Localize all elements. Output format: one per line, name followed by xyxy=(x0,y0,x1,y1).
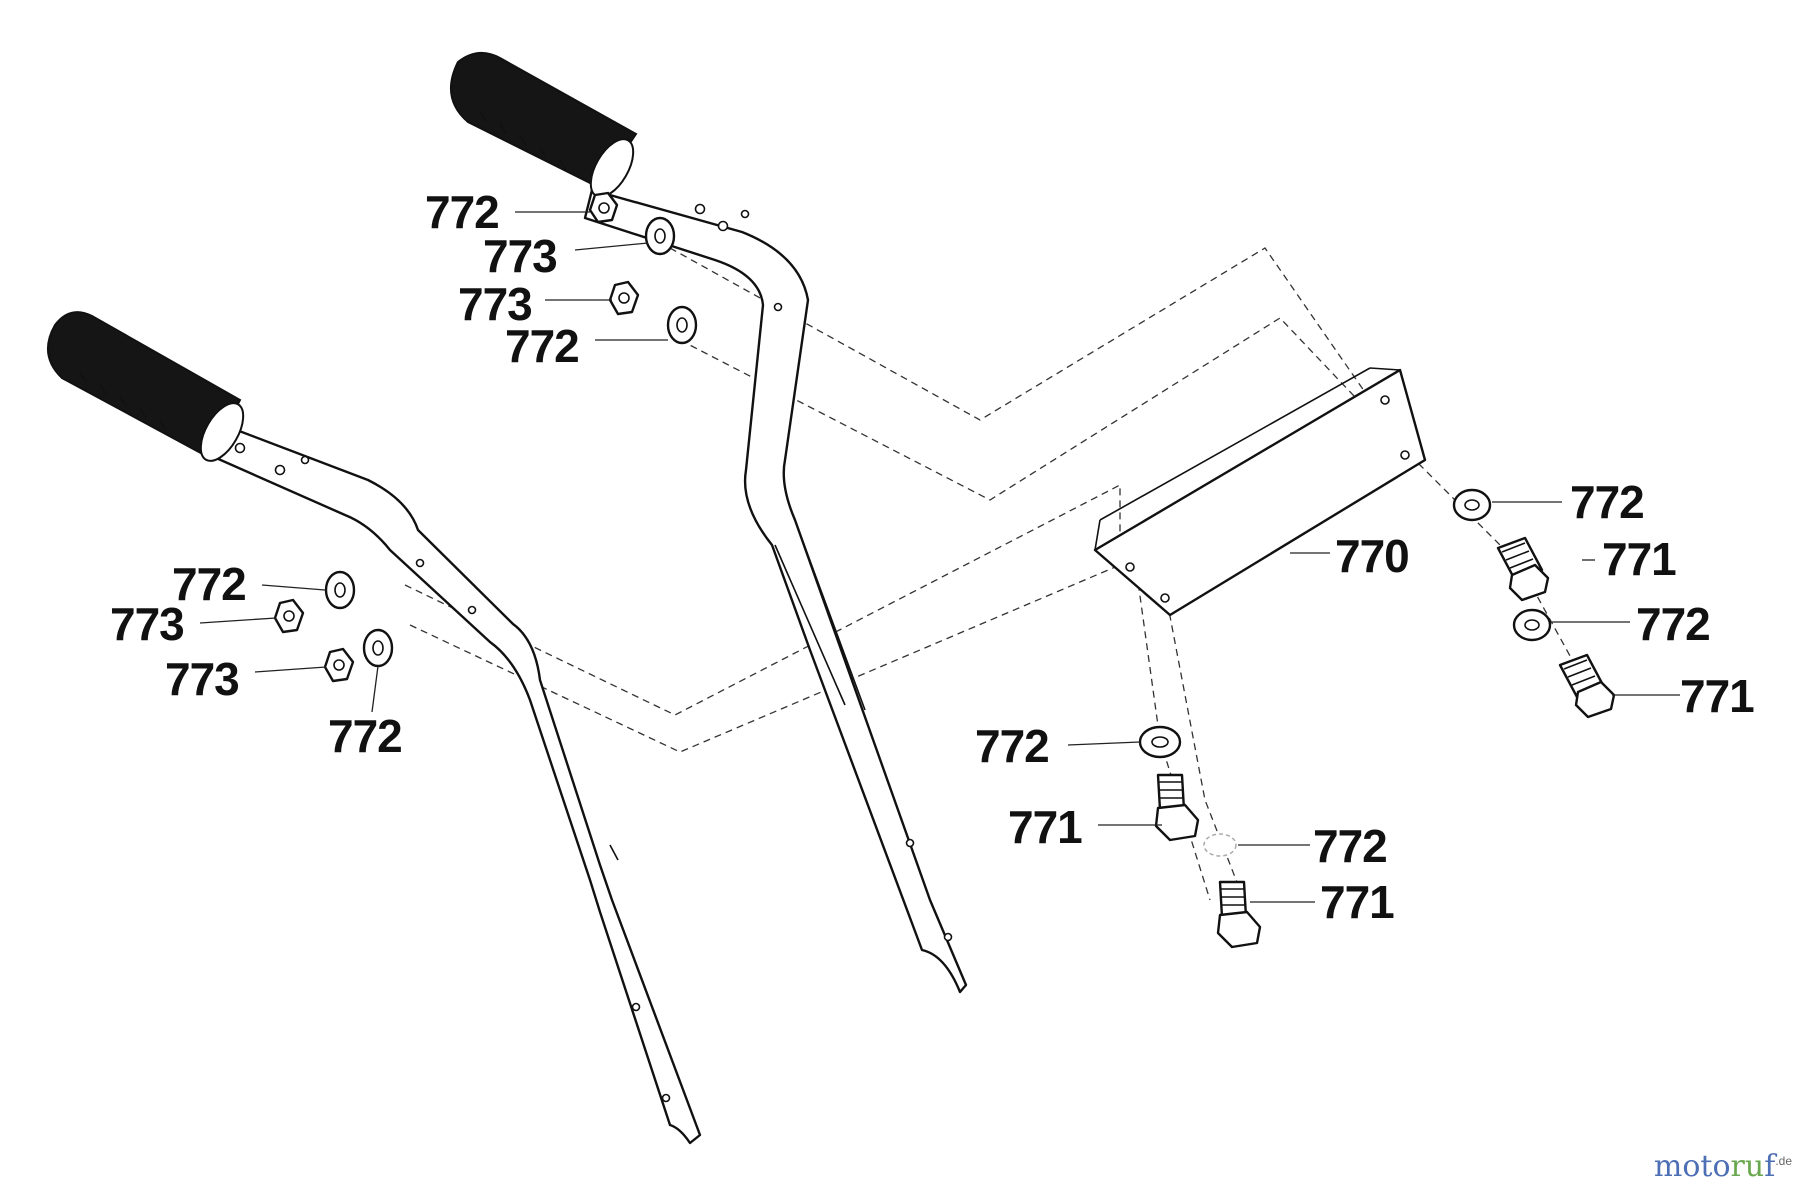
label-771-bolt-bottom-2: 771 xyxy=(1320,876,1394,928)
label-773-nut-upper: 773 xyxy=(458,278,532,330)
left-handle-bar xyxy=(196,416,702,1145)
label-772-nut-upper: 772 xyxy=(425,186,499,238)
washer-bottom-2 xyxy=(1203,833,1237,857)
bolt-right-2 xyxy=(1558,653,1616,719)
nut-left-1 xyxy=(273,598,305,634)
watermark-part1: moto xyxy=(1653,1149,1731,1184)
label-772-washer-left: 772 xyxy=(172,558,246,610)
label-772-washer-right-2: 772 xyxy=(1636,598,1710,650)
bolt-bottom-2 xyxy=(1216,880,1262,949)
nut-upper-2 xyxy=(608,280,640,316)
right-handle-bar xyxy=(583,188,968,994)
bolt-right-1 xyxy=(1496,536,1550,602)
label-772-washer-left-2: 772 xyxy=(328,710,402,762)
label-771-bolt-right-1: 771 xyxy=(1602,533,1676,585)
assembly-guide-lines xyxy=(404,247,1576,901)
watermark-part3: f xyxy=(1764,1149,1776,1184)
watermark-suffix: .de xyxy=(1775,1154,1792,1168)
label-773-washer-upper: 773 xyxy=(483,230,557,282)
label-772-washer-bottom-1: 772 xyxy=(975,720,1049,772)
washer-right-2 xyxy=(1512,608,1552,642)
washer-left-1 xyxy=(324,570,356,610)
watermark-logo: motoruf.de xyxy=(1654,1149,1792,1184)
nut-left-2 xyxy=(323,647,355,683)
left-handle-grip xyxy=(47,311,245,462)
washer-right-1 xyxy=(1452,488,1492,522)
label-771-bolt-bottom-1: 771 xyxy=(1008,801,1082,853)
part-number-labels: 772 773 773 772 772 773 773 772 770 772 … xyxy=(110,186,1755,928)
label-772-washer-bottom-2: 772 xyxy=(1313,820,1387,872)
label-772-washer-upper: 772 xyxy=(505,320,579,372)
label-773-nut-left-2: 773 xyxy=(165,653,239,705)
label-772-washer-right-1: 772 xyxy=(1570,476,1644,528)
cross-brace-770 xyxy=(1093,367,1427,617)
leader-lines xyxy=(199,211,1680,903)
watermark-part2: ru xyxy=(1730,1149,1765,1184)
washer-upper-1 xyxy=(644,216,676,256)
nut-upper-1 xyxy=(588,191,619,224)
label-773-nut-left-1: 773 xyxy=(110,598,184,650)
bolt-bottom-1 xyxy=(1154,773,1200,842)
label-771-bolt-right-2: 771 xyxy=(1680,670,1754,722)
label-770-cross-brace: 770 xyxy=(1335,530,1409,582)
right-handle-grip xyxy=(450,51,638,198)
washer-left-2 xyxy=(362,628,394,668)
washer-upper-2 xyxy=(666,305,698,345)
washer-bottom-1 xyxy=(1138,725,1182,759)
